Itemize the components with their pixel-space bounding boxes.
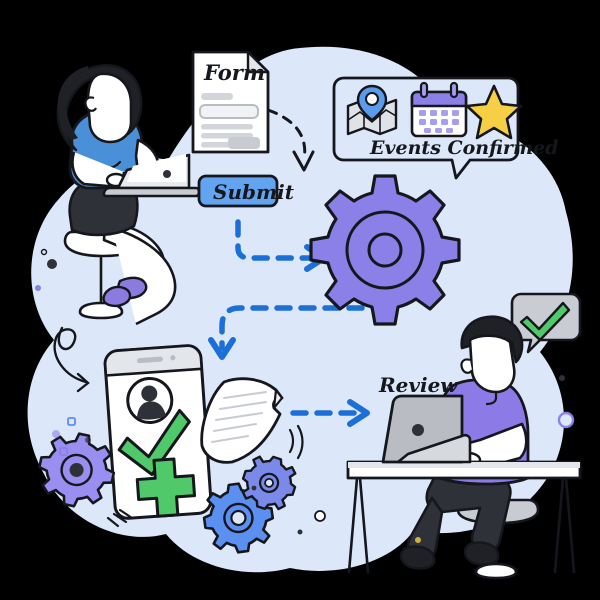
man-shoes <box>399 541 500 570</box>
arrow-form-to-submit-head <box>292 150 315 172</box>
document-lines <box>211 391 267 443</box>
laptop-logo-dot <box>412 424 424 436</box>
man-head <box>460 315 524 406</box>
green-check-icon <box>519 301 571 342</box>
woman-head <box>56 64 143 152</box>
green-plus-icon <box>135 457 197 518</box>
phone-speaker <box>136 356 163 364</box>
review-label: Review <box>378 373 458 397</box>
star-icon <box>465 84 523 140</box>
form-dog-ear <box>246 50 270 74</box>
phone-camera-dot <box>170 355 176 361</box>
desk <box>346 460 582 574</box>
submit-label: Submit <box>213 180 295 204</box>
laptop-man <box>381 394 472 464</box>
form-card <box>191 50 270 154</box>
submit-button[interactable] <box>197 174 279 208</box>
arrow-curl-left <box>53 326 90 393</box>
woman-on-stool <box>56 64 201 326</box>
gear-tiny-bottom <box>241 455 297 511</box>
man-at-desk <box>346 315 582 580</box>
green-check-icon <box>117 408 191 477</box>
calendar-icon <box>410 81 468 138</box>
motion-ticks <box>106 508 134 528</box>
curled-document <box>200 377 304 464</box>
form-submit-chip <box>228 137 260 149</box>
woman-shoes <box>102 276 148 308</box>
form-title: Form <box>203 60 265 85</box>
arrow-doc-to-review-head <box>347 399 370 427</box>
decorative-dots <box>35 248 575 543</box>
gear-large-purple <box>309 174 461 326</box>
motion-lines <box>288 424 304 460</box>
map-pin-icon <box>346 84 398 136</box>
events-confirmed-bubble <box>332 76 523 180</box>
arrow-gear-to-phone-head <box>208 337 236 360</box>
woman-legs <box>102 220 177 326</box>
phone-card <box>103 344 213 520</box>
events-confirmed-label: Events Confirmed <box>369 137 558 159</box>
arrow-gear-to-phone <box>219 305 389 351</box>
gear-small-left <box>38 432 116 508</box>
form-label-bar <box>201 93 233 100</box>
laptop-logo-dot <box>163 170 171 178</box>
arrow-submit-to-gear <box>235 219 315 261</box>
form-input-box <box>199 104 259 119</box>
approval-bubble <box>510 292 582 354</box>
user-avatar-icon <box>126 376 174 424</box>
form-line <box>201 124 253 130</box>
arrow-form-to-submit <box>266 108 307 162</box>
